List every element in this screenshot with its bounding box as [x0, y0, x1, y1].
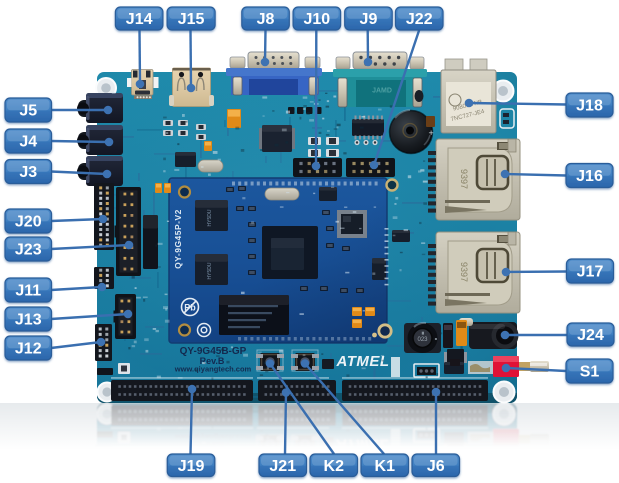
svg-text:J3: J3 [19, 164, 37, 181]
svg-text:J4: J4 [19, 134, 37, 151]
svg-text:J22: J22 [406, 11, 433, 28]
svg-text:J23: J23 [15, 242, 42, 259]
svg-text:K2: K2 [324, 458, 345, 475]
svg-text:J17: J17 [577, 264, 604, 281]
svg-text:J9: J9 [360, 11, 378, 28]
svg-text:S1: S1 [580, 364, 600, 381]
svg-text:J14: J14 [126, 11, 153, 28]
svg-text:J5: J5 [19, 103, 37, 120]
svg-text:J10: J10 [303, 11, 330, 28]
svg-text:J13: J13 [15, 312, 42, 329]
svg-text:J15: J15 [178, 11, 205, 28]
svg-text:J24: J24 [577, 327, 604, 344]
svg-text:K1: K1 [375, 458, 396, 475]
svg-text:J21: J21 [269, 458, 296, 475]
svg-text:J12: J12 [15, 341, 42, 358]
svg-text:J20: J20 [15, 214, 42, 231]
svg-text:J19: J19 [178, 458, 205, 475]
svg-text:J8: J8 [257, 11, 275, 28]
svg-text:J16: J16 [576, 168, 603, 185]
svg-text:J6: J6 [427, 458, 445, 475]
svg-text:J18: J18 [576, 98, 603, 115]
svg-text:J11: J11 [15, 283, 41, 300]
